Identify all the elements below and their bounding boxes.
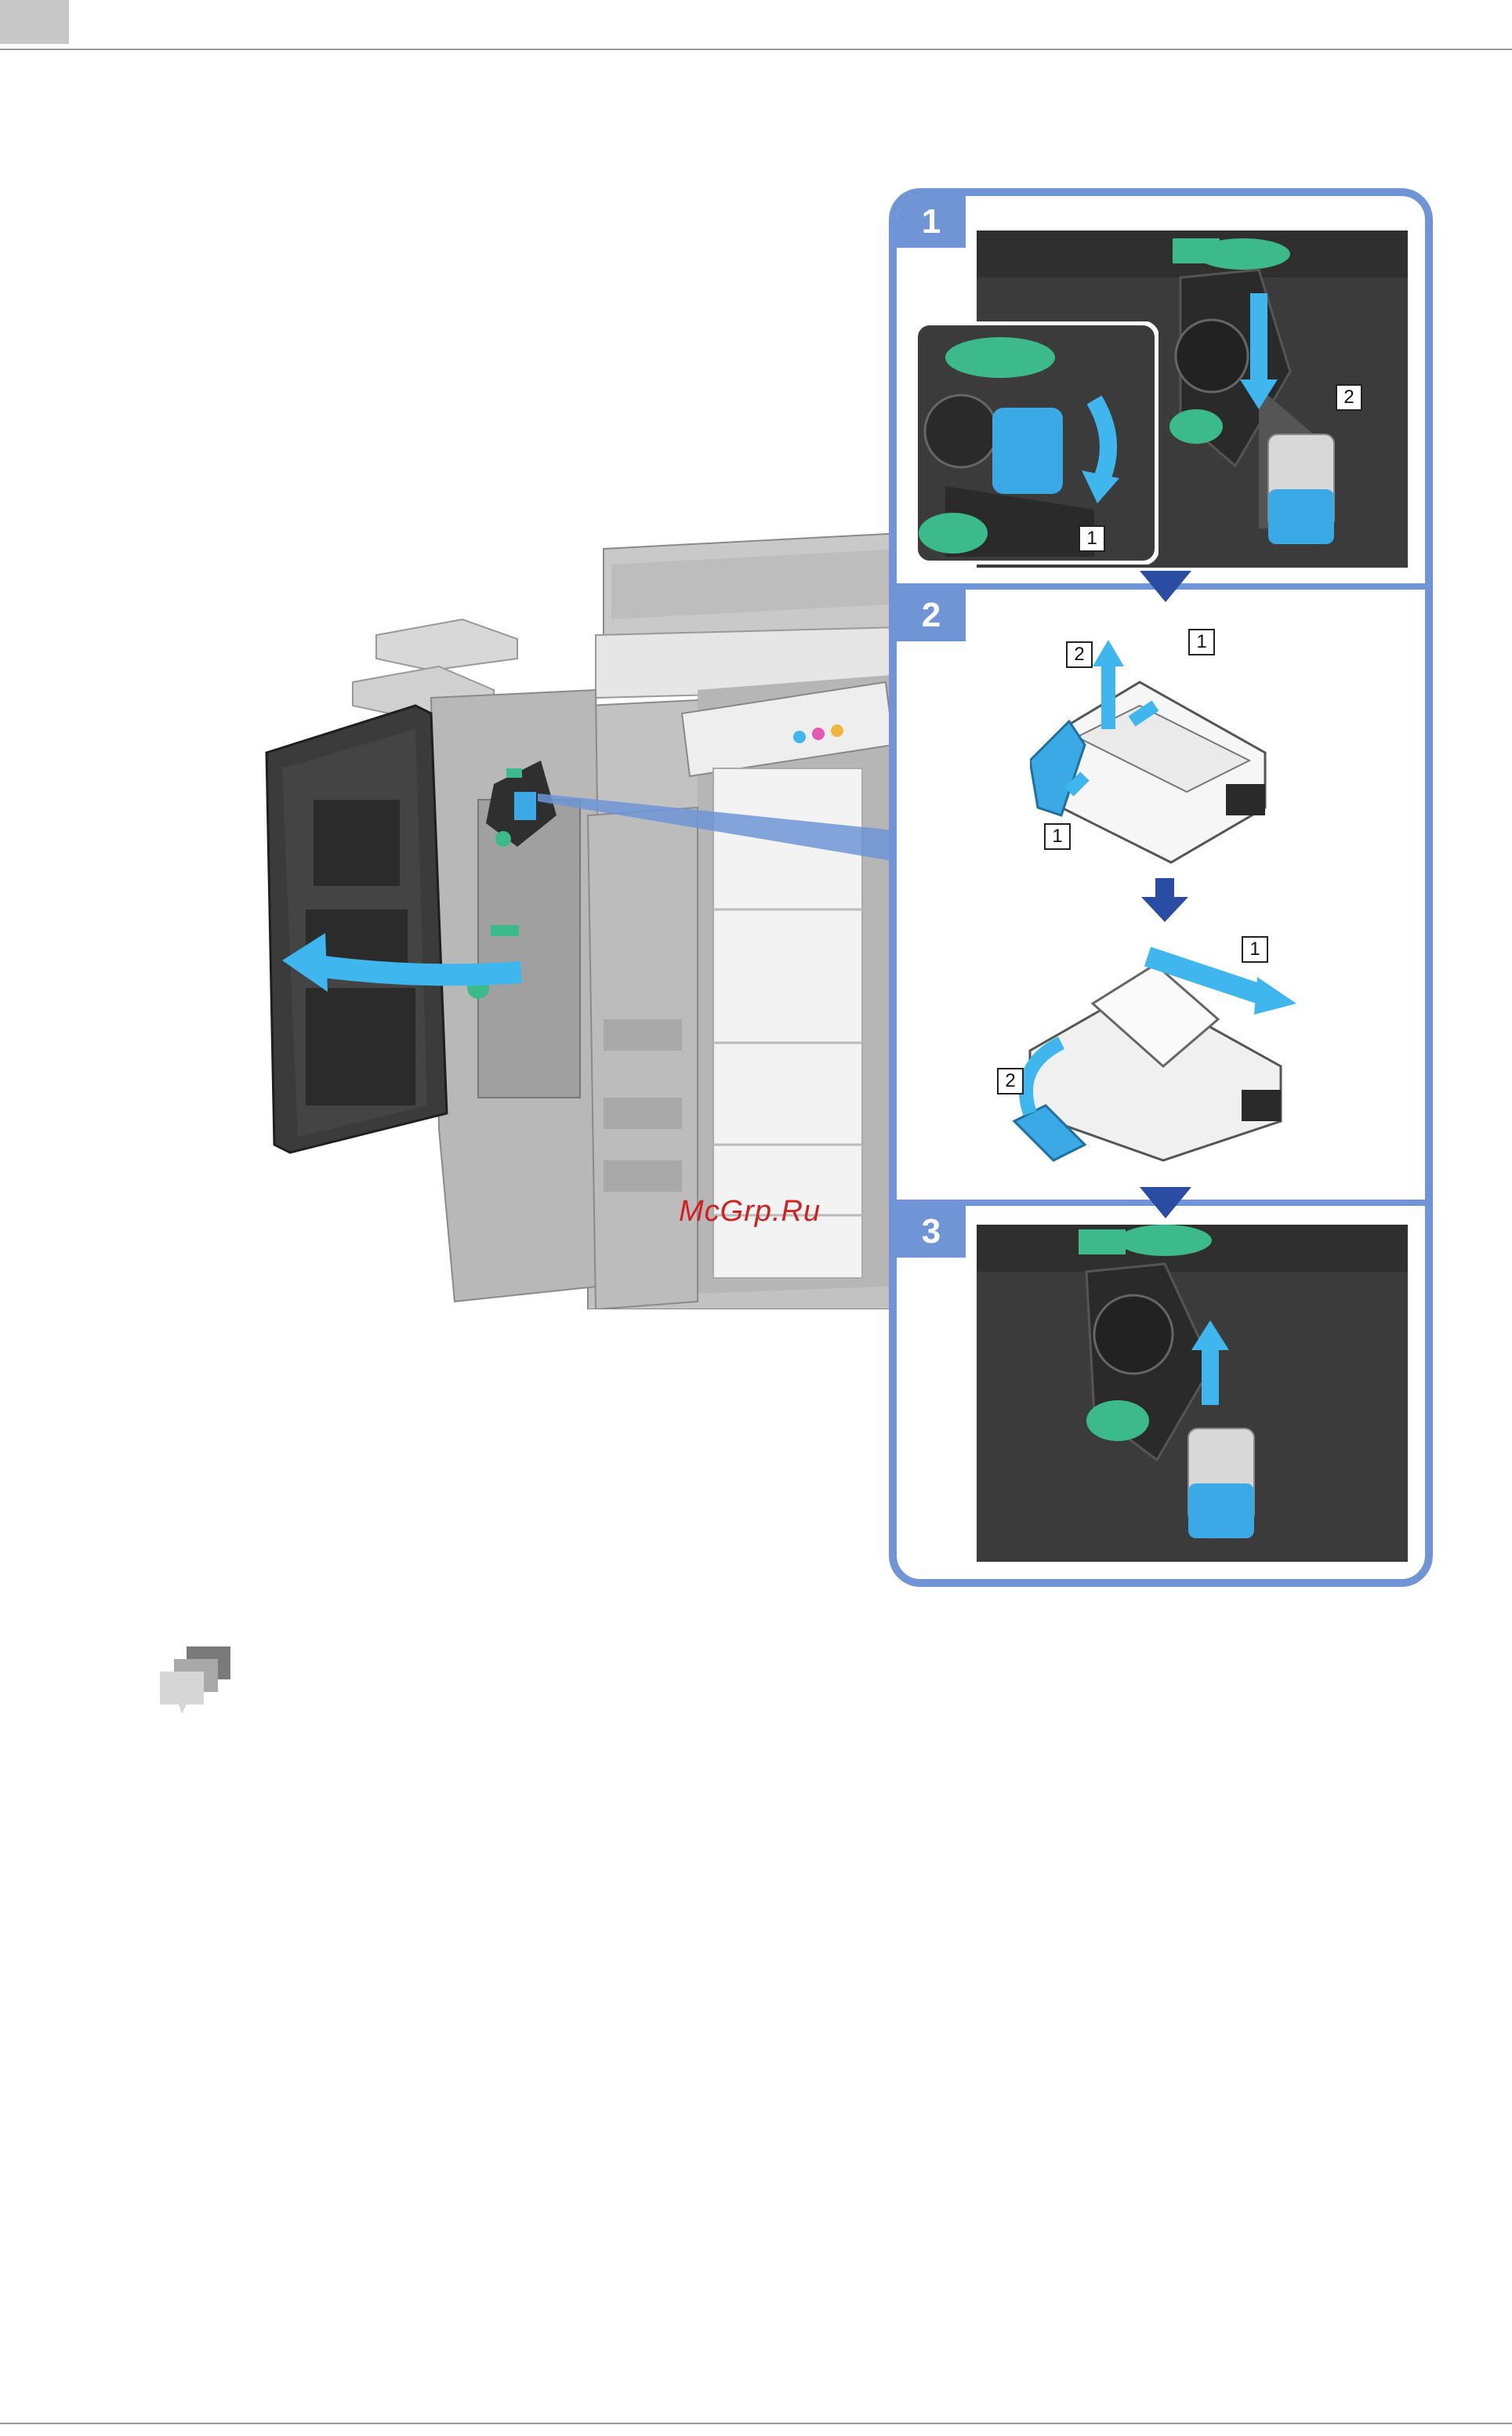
next-step-arrow-icon: [1140, 1187, 1191, 1218]
step-1-badge: 1: [897, 196, 966, 248]
down-arrow-icon: [1141, 878, 1188, 922]
header-rule: [0, 49, 1512, 50]
next-step-arrow-icon: [1140, 571, 1191, 602]
speech-bubbles-icon: [160, 1646, 230, 1714]
step-number: 3: [922, 1212, 941, 1251]
callout-label: 1: [1188, 629, 1215, 655]
watermark: McGrp.Ru: [679, 1195, 821, 1229]
callout-label: 1: [1242, 936, 1268, 963]
step-2-cartridge-top: [1030, 635, 1312, 870]
step-number: 1: [922, 202, 941, 241]
callout-label: 2: [1336, 384, 1362, 411]
step-1-inset: [914, 321, 1158, 565]
step-3-photo: [977, 1225, 1408, 1562]
step-2-cartridge-bottom: [983, 933, 1328, 1168]
callout-label: 2: [1066, 641, 1093, 668]
callout-label: 2: [997, 1068, 1024, 1095]
machine-illustration: [259, 502, 901, 1309]
step-2-badge: 2: [897, 590, 966, 641]
callout-label: 1: [1079, 525, 1105, 552]
callout-label: 1: [1044, 823, 1071, 850]
step-number: 2: [922, 596, 941, 634]
step-3-badge: 3: [897, 1206, 966, 1258]
step-panel: 1 1 2 2 2 1: [889, 188, 1433, 1587]
footer-rule: [0, 2423, 1512, 2424]
header-tab: [0, 0, 69, 44]
